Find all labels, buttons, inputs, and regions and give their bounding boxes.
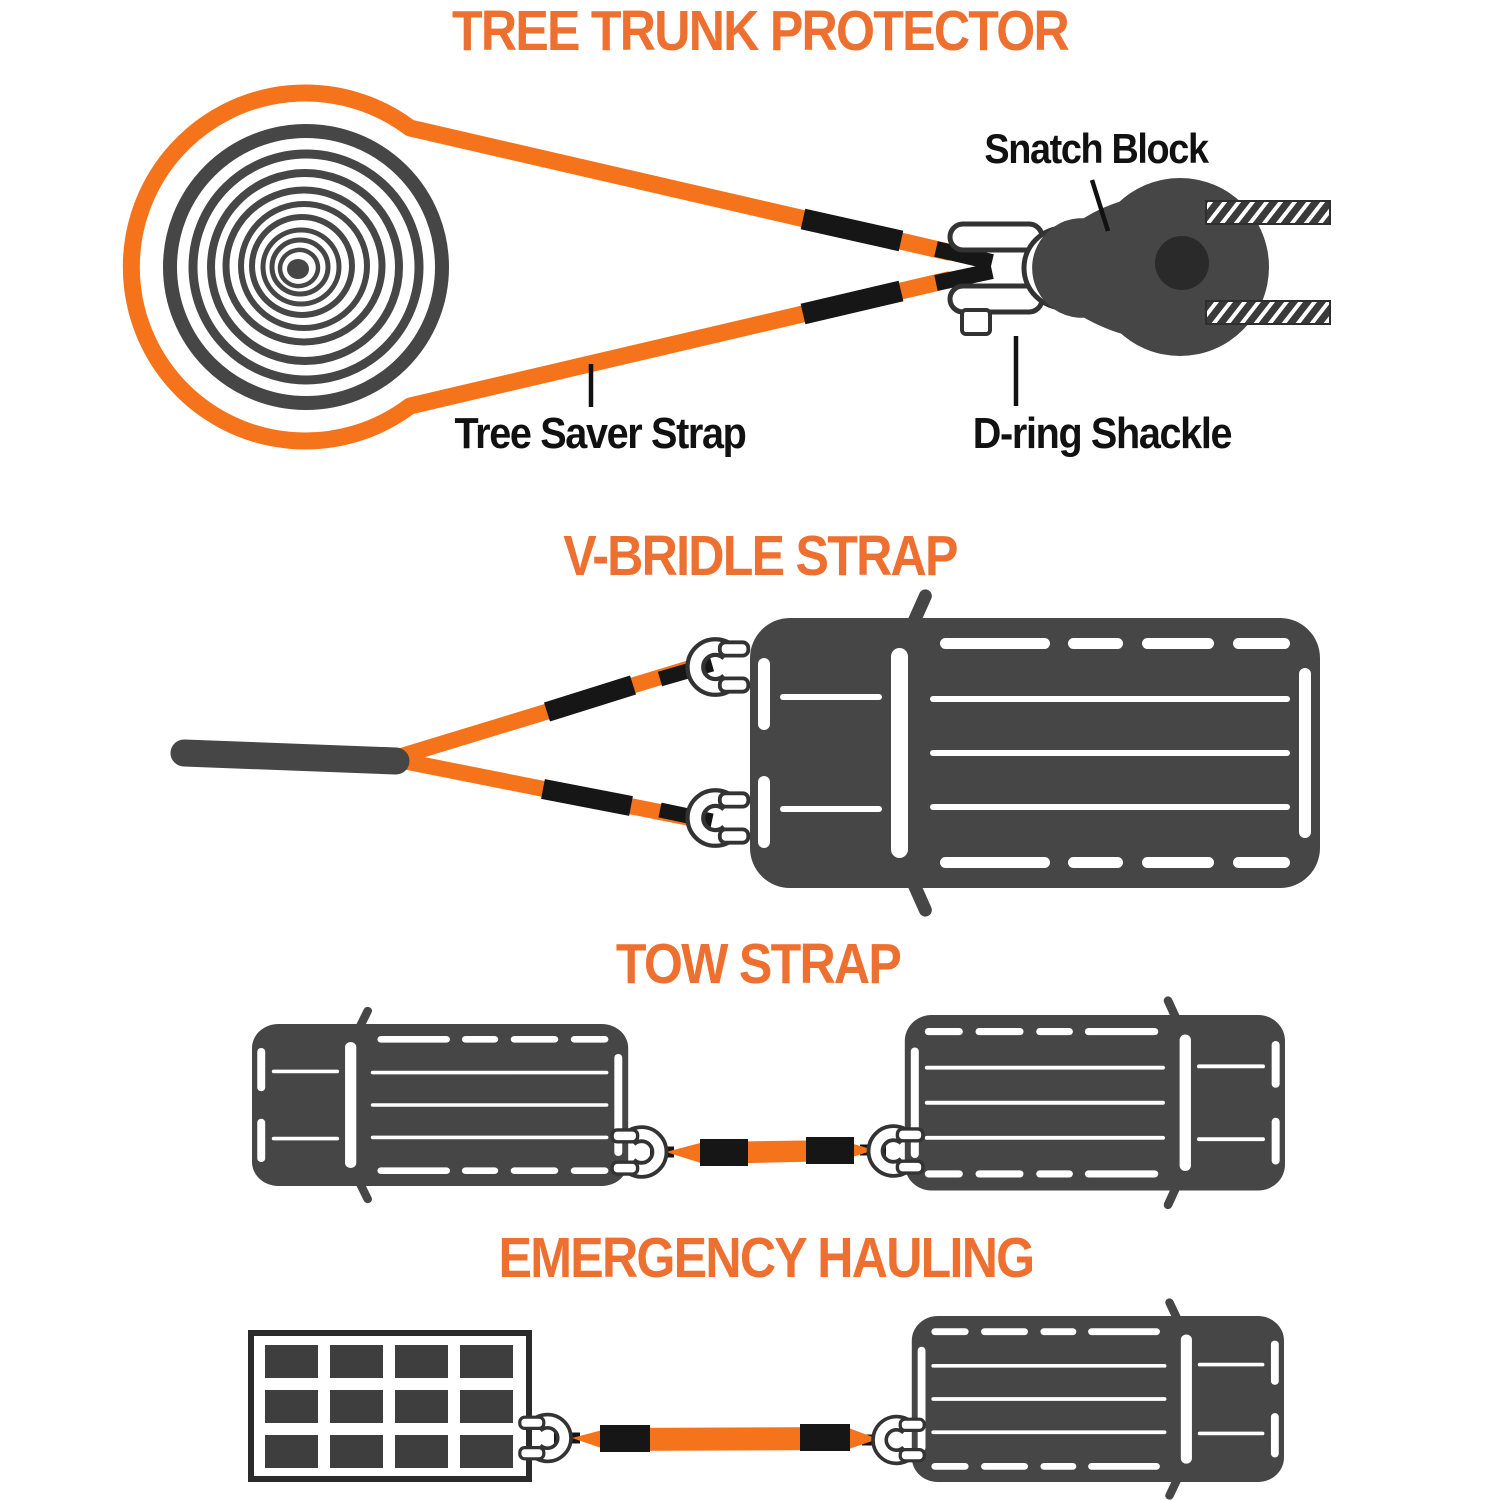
winch-rope: [1205, 200, 1331, 325]
shackle: [695, 793, 748, 842]
pointer-lines: [588, 179, 1111, 407]
v-bridle-diagram: [170, 587, 1320, 919]
tree-trunk-protector-diagram: [122, 84, 1331, 450]
tow-strap-diagram: [252, 995, 1285, 1211]
emergency-hauling-diagram: [248, 1297, 1284, 1500]
label-tree-saver-strap: Tree Saver Strap: [454, 409, 747, 458]
section-title-tree-trunk-protector: TREE TRUNK PROTECTOR: [452, 0, 1070, 63]
vehicle-top-view: [252, 1005, 629, 1205]
vehicle-top-view: [911, 1297, 1284, 1500]
strap-sleeves: [541, 656, 715, 829]
section-title-tow-strap: TOW STRAP: [615, 932, 902, 996]
tree-trunk: [163, 124, 449, 410]
shackle: [695, 642, 748, 691]
strap-sleeves: [800, 208, 994, 325]
tree-saver-strap: [122, 84, 957, 450]
vehicle-top-view: [904, 995, 1285, 1211]
tow-line: [170, 739, 410, 775]
section-title-emergency-hauling: EMERGENCY HAULING: [498, 1226, 1036, 1290]
pulley-pin: [1155, 236, 1209, 290]
section-title-v-bridle-strap: V-BRIDLE STRAP: [563, 524, 958, 588]
vehicle-top-view: [750, 587, 1320, 919]
hauling-strap-line: [554, 1424, 888, 1452]
pallet: [248, 1330, 532, 1482]
snatch-block: [1032, 178, 1331, 356]
tow-strap-line: [650, 1137, 886, 1166]
label-d-ring-shackle: D-ring Shackle: [972, 409, 1233, 458]
label-snatch-block: Snatch Block: [984, 125, 1209, 172]
